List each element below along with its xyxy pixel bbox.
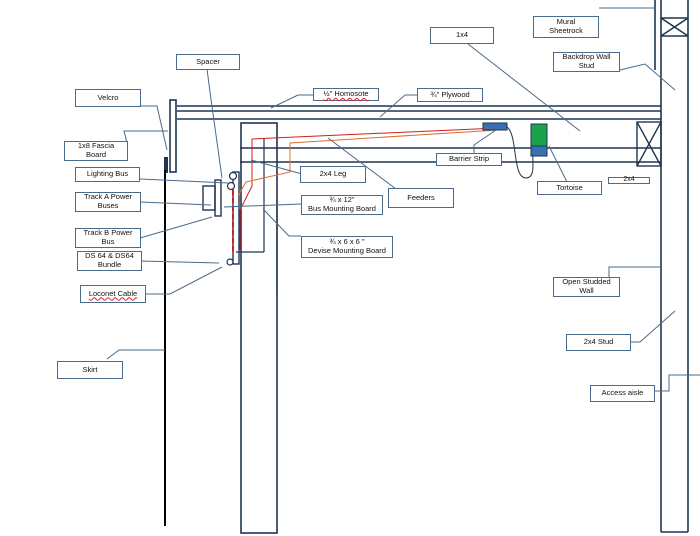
two-by-four-leg [240,122,278,534]
label-track-a-power: Track A Power Buses [75,192,141,212]
label-fascia-board: 1x8 Fascia Board [64,141,128,161]
label-velcro: Velcro [75,89,141,107]
label-open-studded-wall: Open Studded Wall [553,277,620,297]
label-devise-mounting-board: ¾ x 6 x 6 " Devise Mounting Board [301,236,393,258]
label-homosote: ½" Homosote [313,88,379,101]
feeder-wires [237,127,499,250]
label-two-by-four-stud: 2x4 Stud [566,334,631,351]
label-two-by-four: 2x4 [608,176,650,184]
label-backdrop-wall-stud: Backdrop Wall Stud [553,52,620,72]
label-ds64-bundle: DS 64 & DS64 Bundle [77,251,142,271]
label-one-by-four: 1x4 [430,27,494,44]
bus-mounting-board [236,138,265,253]
tortoise-base [530,145,548,157]
label-track-b-power: Track B Power Bus [75,228,141,248]
label-spacer: Spacer [176,54,240,70]
label-feeders: Feeders [388,188,454,208]
label-barrier-strip: Barrier Strip [436,153,502,166]
label-plywood: ¾" Plywood [417,88,483,102]
fascia-board [169,99,177,173]
deck-layers [177,105,661,120]
label-mural-sheetrock: Mural Sheetrock [533,16,599,38]
label-bus-mounting-board: ¾ x 12" Bus Mounting Board [301,195,383,215]
barrier-strip [482,122,508,131]
backdrop-wall [654,0,689,533]
label-lighting-bus: Lighting Bus [75,167,140,182]
label-loconet-cable: Loconet Cable [80,285,146,303]
label-two-by-four-leg: 2x4 Leg [300,166,366,183]
bus-wire-circles [226,171,238,266]
label-tortoise: Tortoise [537,181,602,195]
velcro-strip [164,157,168,173]
label-skirt: Skirt [57,361,123,379]
label-access-aisle: Access aisle [590,385,655,402]
two-by-four-block [636,121,662,167]
tortoise-wire [506,126,534,179]
